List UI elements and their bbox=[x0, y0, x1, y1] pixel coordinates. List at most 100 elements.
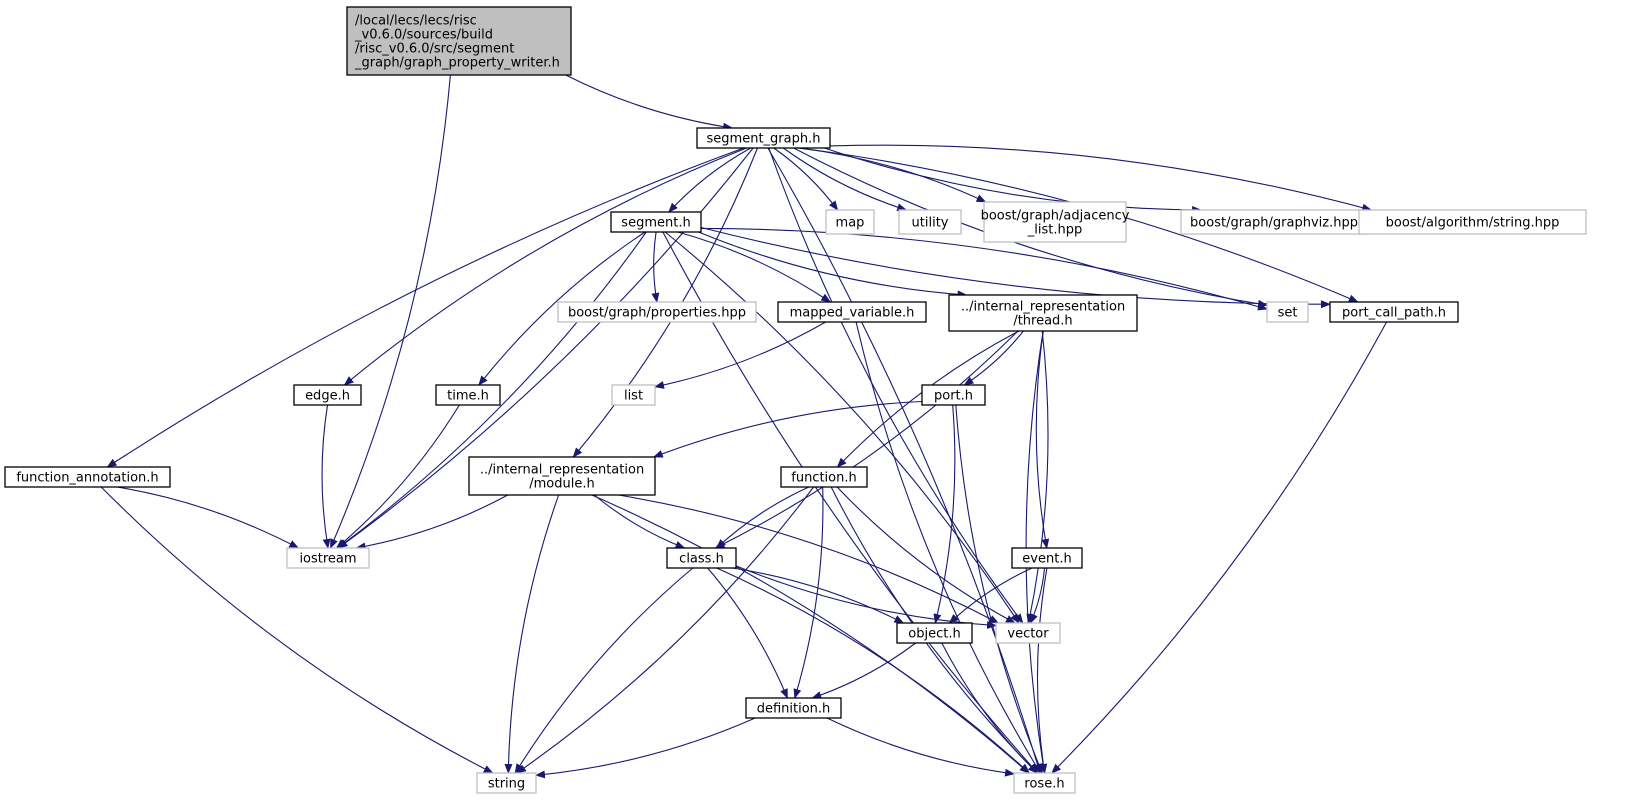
node-box bbox=[983, 201, 1127, 243]
node-definition[interactable]: definition.h bbox=[745, 697, 842, 719]
node-box bbox=[610, 211, 702, 233]
node-box bbox=[4, 466, 171, 488]
node-label-line: iostream bbox=[299, 552, 356, 567]
edge-port_call_path-to-rose bbox=[1051, 321, 1388, 774]
node-label-line: edge.h bbox=[305, 389, 350, 404]
edge-root-to-segment_graph bbox=[565, 74, 734, 131]
edge-module-to-class bbox=[593, 494, 686, 549]
edge-port-to-object bbox=[933, 404, 956, 624]
node-box bbox=[948, 294, 1138, 332]
edge-segment-to-thread bbox=[698, 231, 968, 299]
node-event[interactable]: event.h bbox=[1011, 547, 1083, 569]
node-label-line: vector bbox=[1007, 627, 1049, 642]
edge-segment_graph-to-graphviz bbox=[824, 147, 1203, 214]
edge-module-to-iostream bbox=[355, 494, 509, 551]
edge-segment-to-properties bbox=[651, 231, 660, 303]
edge-segment_graph-to-algostring bbox=[829, 144, 1373, 212]
node-box bbox=[468, 456, 656, 496]
edge-segment-to-port_call_path bbox=[700, 226, 1331, 309]
node-box bbox=[696, 127, 831, 149]
edge-class-to-string bbox=[514, 567, 694, 774]
node-box bbox=[921, 384, 986, 406]
node-label-line: object.h bbox=[908, 627, 960, 642]
node-set: set bbox=[1266, 301, 1309, 323]
node-module[interactable]: ../internal_representation/module.h bbox=[468, 456, 656, 496]
node-thread[interactable]: ../internal_representation/thread.h bbox=[948, 294, 1138, 332]
node-box bbox=[286, 547, 370, 569]
edge-thread-to-port bbox=[963, 330, 1024, 386]
edge-definition-to-rose bbox=[826, 717, 1015, 777]
node-box bbox=[1013, 772, 1076, 794]
edge-object-to-rose bbox=[941, 642, 1038, 774]
node-label-line: boost/graph/graphviz.hpp bbox=[1190, 216, 1358, 231]
node-algostring: boost/algorithm/string.hpp bbox=[1358, 209, 1587, 235]
node-box bbox=[293, 384, 362, 406]
edge-function-to-vector bbox=[836, 486, 1016, 624]
node-label-line: string bbox=[488, 777, 525, 792]
node-class[interactable]: class.h bbox=[666, 547, 737, 569]
edge-thread-to-event bbox=[1035, 330, 1050, 549]
node-label-line: map bbox=[836, 216, 865, 231]
node-label-line: set bbox=[1278, 306, 1298, 321]
node-label-line: /thread.h bbox=[1013, 314, 1072, 329]
node-map: map bbox=[825, 209, 875, 235]
node-segment[interactable]: segment.h bbox=[610, 211, 702, 233]
node-adjacency: boost/graph/adjacency_list.hpp bbox=[981, 201, 1130, 243]
node-box bbox=[825, 209, 875, 235]
edge-function_annotation-to-string bbox=[100, 486, 494, 774]
edge-definition-to-string bbox=[535, 717, 756, 779]
node-label-line: segment_graph.h bbox=[707, 132, 821, 147]
edge-segment_graph-to-iostream bbox=[337, 147, 754, 549]
node-label-line: port_call_path.h bbox=[1342, 306, 1446, 321]
edge-class-to-rose bbox=[716, 567, 1031, 774]
node-box bbox=[346, 6, 572, 76]
node-label-line: class.h bbox=[679, 552, 724, 567]
node-label-line: _v0.6.0/sources/build bbox=[354, 28, 493, 43]
node-object[interactable]: object.h bbox=[896, 622, 973, 644]
node-label-line: mapped_variable.h bbox=[790, 306, 915, 321]
node-port-call-path[interactable]: port_call_path.h bbox=[1329, 301, 1459, 323]
node-edge[interactable]: edge.h bbox=[293, 384, 362, 406]
node-box bbox=[476, 772, 537, 794]
node-box bbox=[745, 697, 842, 719]
node-iostream: iostream bbox=[286, 547, 370, 569]
node-label-line: port.h bbox=[934, 389, 973, 404]
node-function[interactable]: function.h bbox=[780, 466, 868, 488]
node-label-line: function.h bbox=[791, 471, 856, 486]
node-segment-graph[interactable]: segment_graph.h bbox=[696, 127, 831, 149]
node-box bbox=[611, 384, 656, 406]
edge-segment_graph-to-function_annotation bbox=[106, 147, 744, 468]
node-box bbox=[557, 301, 757, 323]
node-label-line: /local/lecs/lecs/risc bbox=[355, 14, 477, 29]
edge-function-to-string bbox=[516, 486, 815, 774]
node-label-line: function_annotation.h bbox=[16, 471, 158, 486]
node-utility: utility bbox=[898, 209, 962, 235]
node-box bbox=[1180, 209, 1368, 235]
node-root[interactable]: /local/lecs/lecs/risc_v0.6.0/sources/bui… bbox=[346, 6, 572, 76]
node-label-line: ../internal_representation bbox=[961, 300, 1125, 315]
node-mapped-variable[interactable]: mapped_variable.h bbox=[777, 301, 927, 323]
edge-module-to-string bbox=[504, 494, 560, 774]
edge-class-to-object bbox=[732, 567, 905, 624]
edge-segment_graph-to-edge bbox=[343, 147, 747, 386]
node-label-line: boost/graph/properties.hpp bbox=[568, 306, 746, 321]
edge-segment_graph-to-map bbox=[773, 147, 839, 211]
node-graphviz: boost/graph/graphviz.hpp bbox=[1180, 209, 1368, 235]
node-port[interactable]: port.h bbox=[921, 384, 986, 406]
node-label-line: list bbox=[624, 389, 643, 404]
node-label-line: rose.h bbox=[1024, 777, 1064, 792]
edge-segment-to-iostream bbox=[336, 231, 647, 549]
node-label-line: _graph/graph_property_writer.h bbox=[354, 56, 560, 71]
edge-mapped_variable-to-rose bbox=[855, 321, 1041, 774]
edge-segment-to-vector bbox=[664, 231, 1020, 624]
node-function-annotation[interactable]: function_annotation.h bbox=[4, 466, 171, 488]
node-box bbox=[1266, 301, 1309, 323]
edge-port-to-module bbox=[652, 400, 923, 458]
node-label-line: boost/graph/adjacency bbox=[981, 209, 1130, 224]
edge-segment_graph-to-vector bbox=[768, 147, 1024, 624]
edge-thread-to-vector bbox=[1026, 330, 1049, 624]
node-time[interactable]: time.h bbox=[435, 384, 501, 406]
node-properties: boost/graph/properties.hpp bbox=[557, 301, 757, 323]
edge-object-to-definition bbox=[811, 642, 917, 699]
node-rose: rose.h bbox=[1013, 772, 1076, 794]
